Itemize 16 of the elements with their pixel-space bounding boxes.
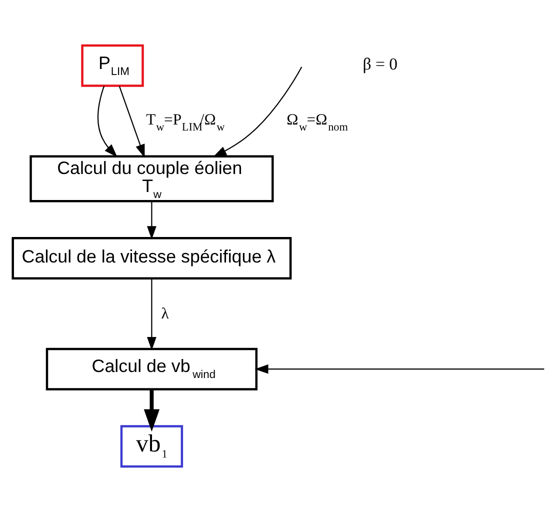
arrow <box>254 364 544 374</box>
node-box: Calcul de la vitesse spécifique λ <box>12 236 292 280</box>
arrow <box>147 278 156 350</box>
edge-label: Ω$_{w}$=Ω$_{nom}$ <box>286 111 348 134</box>
arrow <box>98 85 118 157</box>
label: β = 0 <box>362 54 398 74</box>
arrow <box>213 66 302 156</box>
edge-label: T$_{w}$=P$_{LIM}$/Ω$_{w}$ <box>146 111 225 134</box>
arrow <box>147 200 156 240</box>
node-box: Calcul de vb$_{wind}$ <box>46 347 258 390</box>
node-box: vb$_{1}$ <box>120 424 184 468</box>
node-box: P$_{LIM}$ <box>81 44 144 86</box>
node-box: Calcul du couple éolien T$_{w}$ <box>30 154 274 202</box>
arrow <box>118 85 145 158</box>
arrow <box>144 389 160 432</box>
edge-label: λ <box>161 304 169 322</box>
